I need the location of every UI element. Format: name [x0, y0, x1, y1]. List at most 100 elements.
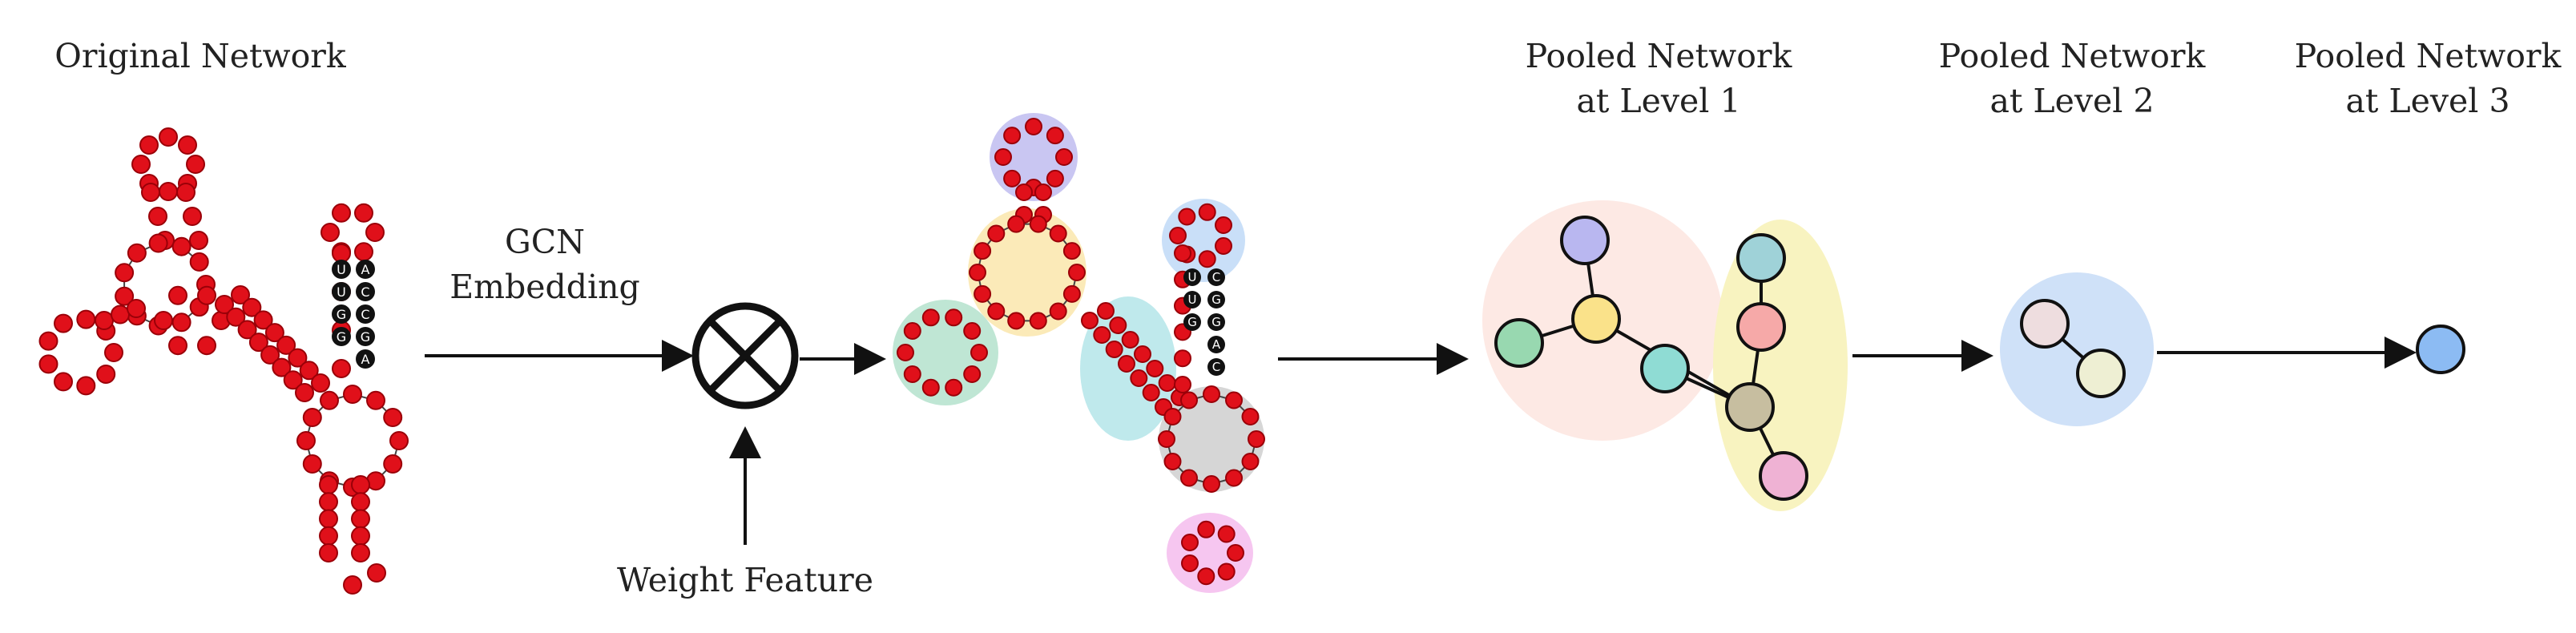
nucleotide-node [1180, 469, 1198, 487]
nucleotide-node [1241, 453, 1260, 470]
nucleotide-node [139, 135, 159, 155]
nucleotide-node [299, 361, 319, 381]
nucleotide-node [302, 408, 322, 427]
nucleotide-node [921, 378, 940, 397]
pool2-node-rose [2020, 299, 2070, 349]
nucleotide-node [168, 285, 187, 305]
nucleotide-node [367, 563, 386, 583]
stem-base-node [1207, 313, 1225, 331]
nucleotide-node [1198, 250, 1216, 268]
nucleotide-node [141, 183, 160, 202]
nucleotide-node [1029, 312, 1047, 330]
nucleotide-node [351, 475, 370, 494]
pooled-network-level-3 [2416, 325, 2465, 374]
nucleotide-node [159, 182, 178, 201]
stem-base-letter: A [1212, 337, 1221, 352]
nucleotide-node [969, 264, 986, 281]
stem-base-node [356, 282, 375, 301]
nucleotide-node [171, 236, 191, 256]
nucleotide-node [283, 370, 303, 390]
stem-base-letter: C [361, 307, 369, 322]
nucleotide-node [1046, 169, 1064, 187]
pooled-network-level-1 [1482, 200, 1848, 511]
nucleotide-node [1062, 242, 1081, 260]
nucleotide-node [343, 575, 362, 595]
nucleotide-node [1217, 525, 1236, 543]
nucleotide-node [921, 308, 940, 327]
nucleotide-node [903, 322, 921, 340]
nucleotide-node [189, 231, 208, 250]
nucleotide-node [296, 431, 316, 450]
nucleotide-node [974, 284, 992, 303]
nucleotide-node [127, 243, 147, 263]
nucleotide-node [1146, 360, 1164, 377]
nucleotide-node [302, 454, 322, 474]
nucleotide-node [111, 304, 130, 325]
nucleotide-node [237, 320, 257, 340]
nucleotide-node [974, 242, 992, 260]
stem-base-letter: U [337, 262, 346, 277]
nucleotide-node [987, 224, 1006, 243]
nucleotide-node [1025, 118, 1042, 135]
nucleotide-node [215, 295, 234, 314]
stem-base-letter: G [1187, 315, 1197, 329]
nucleotide-node [183, 207, 202, 226]
nucleotide-node [319, 526, 338, 546]
nucleotide-node [354, 242, 373, 262]
nucleotide-node [1007, 312, 1026, 330]
nucleotide-node [264, 323, 284, 343]
nucleotide-node [1081, 312, 1099, 329]
pool1-node-teal [1736, 233, 1786, 283]
nucleotide-node [288, 348, 308, 368]
nucleotide-node [1158, 374, 1176, 392]
stem-base-node [1183, 268, 1201, 286]
nucleotide-node [171, 312, 191, 333]
nucleotide-node [197, 336, 216, 356]
nucleotide-node [332, 203, 351, 223]
nucleotide-node [351, 543, 370, 562]
stem-base-node [1207, 291, 1225, 308]
stem-base-node [332, 260, 351, 279]
nucleotide-node [1046, 127, 1064, 145]
nucleotide-node [1093, 326, 1111, 344]
stem-base-letter: U [1188, 270, 1197, 284]
pool1-node-cyan [1640, 344, 1690, 393]
nucleotide-node [354, 203, 373, 223]
nucleotide-node [945, 308, 963, 327]
nucleotide-node [186, 155, 205, 174]
cluster-grey [1159, 386, 1264, 492]
nucleotide-node [1181, 554, 1199, 572]
nucleotide-node [1062, 284, 1081, 303]
stem-base-node [332, 304, 351, 324]
nucleotide-node [351, 509, 370, 529]
stem-base-node [356, 327, 375, 346]
stem-base-letter: G [337, 307, 346, 322]
stem-base-letter: G [337, 329, 346, 345]
nucleotide-node [1203, 475, 1220, 493]
nucleotide-node [1197, 567, 1215, 586]
nucleotide-node [1227, 544, 1244, 562]
nucleotide-node [1217, 562, 1236, 581]
nucleotide-node [272, 357, 292, 377]
nucleotide-node [168, 336, 187, 356]
stem-base-node [332, 282, 351, 301]
stem-base-letter: C [1212, 270, 1220, 284]
nucleotide-node [994, 148, 1012, 166]
pool2-node-cream [2076, 349, 2126, 398]
nucleotide-node [1109, 316, 1127, 334]
nucleotide-node [319, 509, 338, 529]
nucleotide-node [178, 135, 197, 155]
nucleotide-node [154, 311, 173, 330]
tensor-product-operator-icon [691, 302, 799, 409]
nucleotide-node [115, 286, 135, 306]
nucleotide-node [176, 183, 196, 202]
nucleotide-node [343, 385, 362, 404]
pool1-node-purple [1560, 216, 1610, 265]
stem-base-letter: G [1211, 315, 1221, 329]
nucleotide-node [1130, 369, 1148, 387]
pooled-level-1-label: Pooled Network at Level 1 [1525, 37, 1792, 120]
nucleotide-node [365, 223, 385, 242]
